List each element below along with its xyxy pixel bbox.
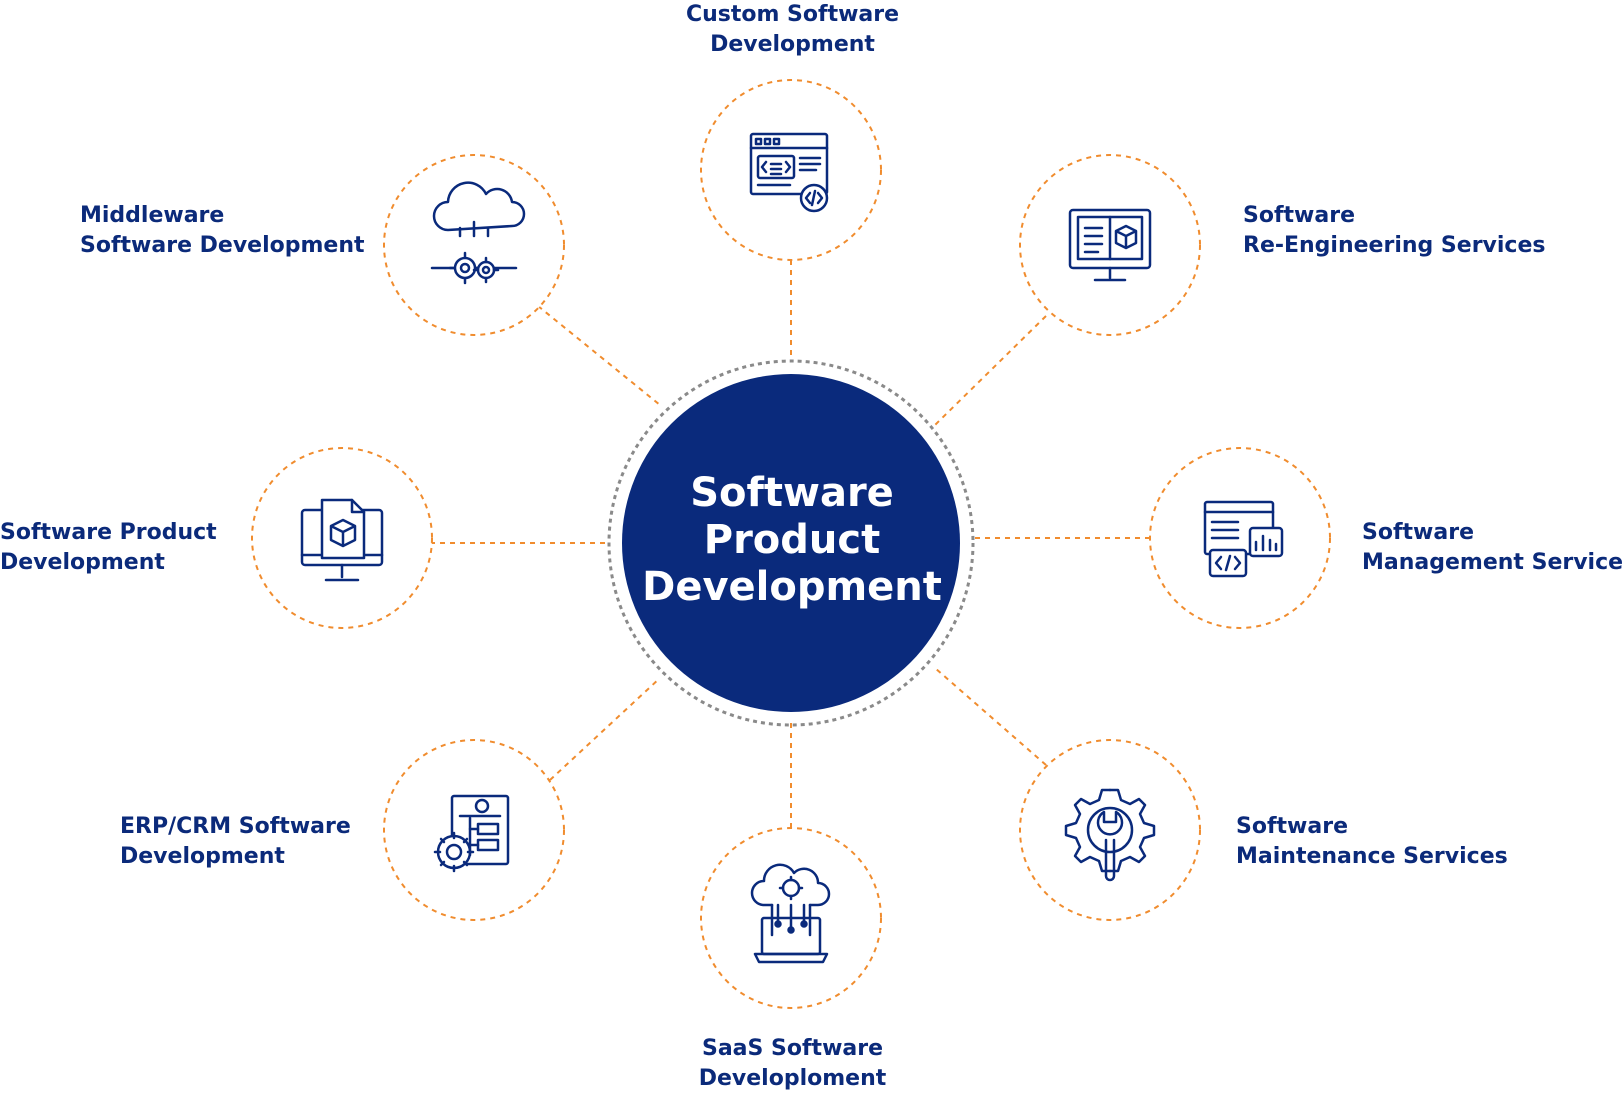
node-circle-management [1149, 447, 1331, 629]
label-middleware: Middleware Software Development [80, 203, 365, 258]
label-reengineering: Software Re-Engineering Services [1243, 203, 1546, 258]
gear-wrench-icon [1064, 788, 1156, 882]
label-custom: Custom Software Development [685, 2, 900, 57]
node-circle-custom [700, 79, 882, 261]
center-title-line-3: Development [642, 564, 942, 610]
center-title: Software Product Development [612, 470, 972, 611]
label-maintenance: Software Maintenance Services [1236, 814, 1508, 869]
connector-middleware [537, 305, 661, 406]
monitor-cube-icon [1068, 208, 1152, 282]
connector-maintenance [934, 667, 1047, 766]
label-management: Software Management Services [1362, 520, 1622, 575]
label-erp: ERP/CRM Software Development [120, 814, 351, 869]
center-outer-ring [607, 359, 975, 727]
monitor-package-icon [300, 498, 384, 582]
cloud-laptop-icon [750, 863, 831, 964]
dashboard-code-icon [1203, 500, 1284, 578]
center-title-line-1: Software [690, 470, 894, 516]
gear-document-icon [433, 794, 510, 873]
connector-erp [549, 677, 661, 781]
label-saas: SaaS Software Developloment [698, 1036, 887, 1091]
center-circle [622, 374, 960, 712]
node-circle-maintenance [1019, 739, 1201, 921]
connector-reengineering [934, 315, 1047, 426]
node-circle-middleware [383, 154, 565, 336]
center-title-line-2: Product [703, 517, 881, 563]
code-window-gear-icon [749, 132, 829, 213]
cloud-gears-icon [430, 181, 526, 285]
connectors [430, 260, 1150, 828]
label-product: Software Product Development [0, 520, 217, 575]
